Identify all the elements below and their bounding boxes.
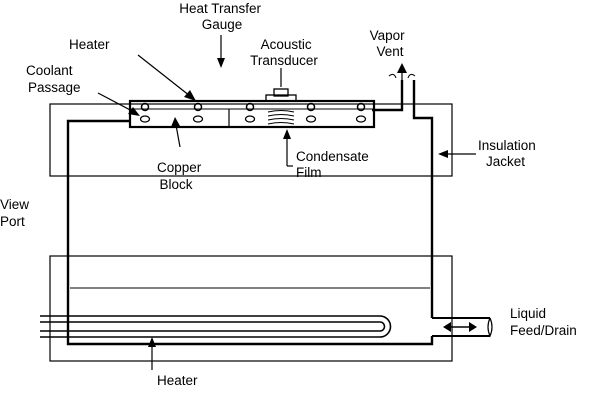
label-acoustic-transducer: Acoustic Transducer [250,37,318,68]
heater-rods-top [140,102,366,112]
label-condensate-film: Condensate Film [296,149,373,180]
leader-insulation-jacket [438,150,476,158]
leader-heat-transfer-gauge [217,35,225,68]
leader-heater-bottom [148,337,156,370]
label-heater-top: Heater [69,37,110,52]
liquid-feed-drain-pipe [432,317,493,338]
label-heater-bottom: Heater [157,373,198,388]
label-insulation-jacket: Insulation Jacket [478,138,540,169]
leader-condensate-film [283,129,293,167]
label-vapor-vent: Vapor Vent [370,28,409,59]
label-view-port: View Port [0,197,33,229]
acoustic-transducer [265,88,297,125]
bottom-heater-tube [40,315,392,338]
vapor-vent-arrow [388,63,416,92]
heat-transfer-gauge-probe [226,109,232,128]
leader-heater-top [137,54,196,101]
leader-coolant-passage [97,92,140,116]
label-coolant-passage: Coolant Passage [26,63,81,95]
label-liquid-feed-drain: Liquid Feed/Drain [510,306,577,338]
coolant-passages [139,115,367,123]
leader-copper-block [171,117,181,148]
label-heat-transfer-gauge: Heat Transfer Gauge [179,1,265,32]
vessel-wall [66,80,434,346]
label-copper-block: Copper Block [157,160,205,192]
